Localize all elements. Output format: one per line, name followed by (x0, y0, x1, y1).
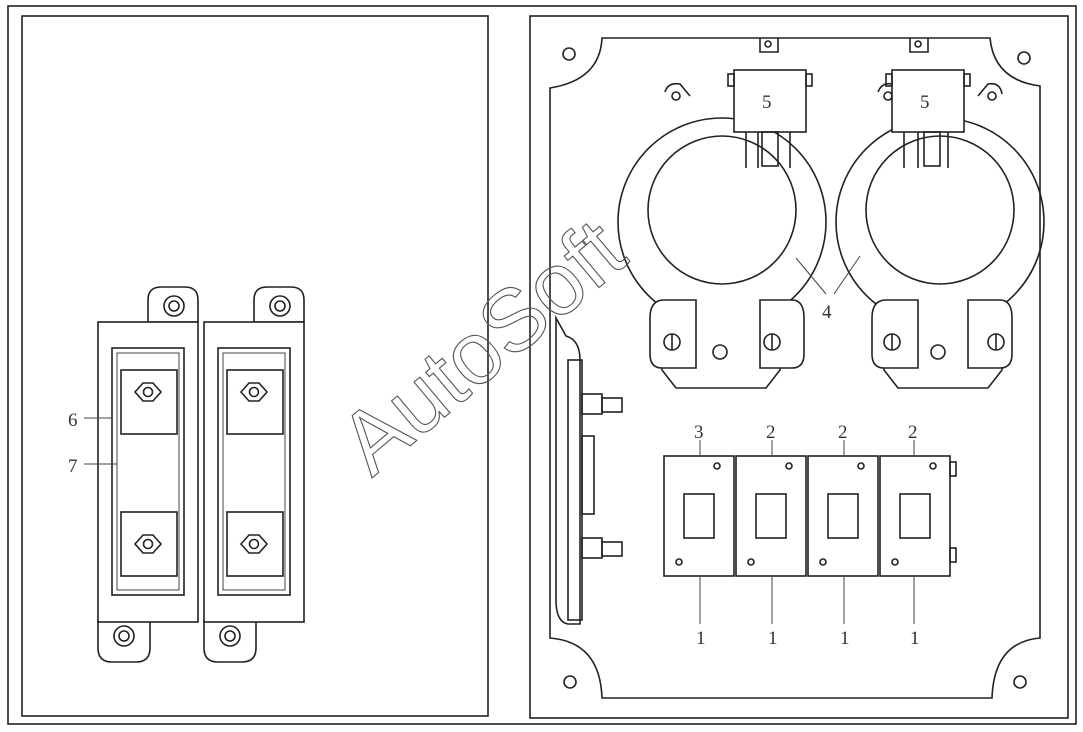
label-2-b: 2 (838, 422, 848, 443)
left-panel: 6 7 (21, 15, 489, 717)
side-bracket (555, 314, 623, 625)
mount-hole-top-left (562, 47, 576, 61)
label-3: 3 (694, 422, 704, 443)
label-2-c: 2 (908, 422, 918, 443)
module-5-left (727, 69, 813, 168)
label-1-a: 1 (696, 628, 706, 649)
label-2-a: 2 (766, 422, 776, 443)
outer-border (7, 5, 1077, 725)
transformer-base-right (871, 299, 1013, 389)
label-1-c: 1 (840, 628, 850, 649)
terminal-block-3 (807, 440, 879, 624)
fuse-holder-right (203, 286, 305, 663)
mount-hole-bottom-right (1013, 675, 1027, 689)
label-5-right: 5 (920, 92, 930, 113)
enclosure-outline (549, 37, 1041, 699)
label-1-d: 1 (910, 628, 920, 649)
label-4: 4 (822, 302, 832, 323)
transformer-base-left (649, 299, 805, 389)
mount-hole-bottom-left (563, 675, 577, 689)
terminal-block-1 (663, 440, 735, 624)
right-panel: 5 5 4 (529, 15, 1069, 719)
fuse-holder-left (97, 286, 199, 663)
label-7: 7 (68, 456, 78, 477)
terminal-block-4 (879, 440, 957, 624)
label-1-b: 1 (768, 628, 778, 649)
label-6: 6 (68, 410, 78, 431)
module-5-right (885, 69, 971, 168)
mount-hole-top-right (1017, 51, 1031, 65)
terminal-block-2 (735, 440, 807, 624)
label-5-left: 5 (762, 92, 772, 113)
